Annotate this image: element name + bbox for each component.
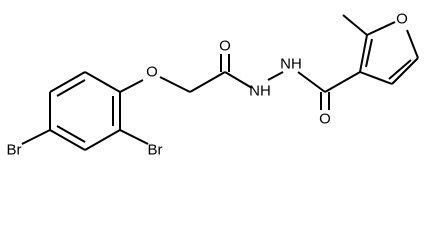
bond [267, 71, 284, 81]
bond [84, 71, 121, 93]
double-bond [56, 125, 86, 143]
amine-label: NH [249, 83, 271, 100]
carbonyl-oxygen-label: O [319, 111, 331, 128]
bond [189, 71, 226, 93]
bond [119, 129, 149, 145]
ether-oxygen-label: O [146, 64, 158, 81]
double-bond [56, 79, 86, 97]
bond [49, 71, 86, 93]
double-bond [388, 59, 412, 80]
bond [406, 29, 419, 59]
structure-svg: Br Br O O NH NH O O [7, 11, 419, 159]
molecule-diagram: Br Br O O NH NH O O [7, 11, 419, 159]
bond [159, 76, 191, 93]
double-bond [365, 38, 373, 68]
furan-ring [359, 21, 419, 85]
bond [391, 57, 419, 85]
bond [342, 14, 368, 36]
bond [84, 129, 121, 151]
bond [297, 71, 326, 93]
bond [359, 71, 393, 85]
bond [224, 71, 253, 89]
benzene-ring [49, 71, 121, 151]
bond [324, 71, 361, 93]
bond [366, 21, 396, 36]
bond [119, 79, 144, 93]
bromine-label: Br [7, 142, 22, 159]
amine-label: NH [280, 56, 302, 73]
furan-oxygen-label: O [396, 11, 408, 28]
carbonyl-oxygen-label: O [219, 38, 231, 55]
bromine-label: Br [148, 142, 163, 159]
bond [49, 129, 86, 151]
bond [359, 34, 368, 73]
bond [21, 129, 51, 145]
